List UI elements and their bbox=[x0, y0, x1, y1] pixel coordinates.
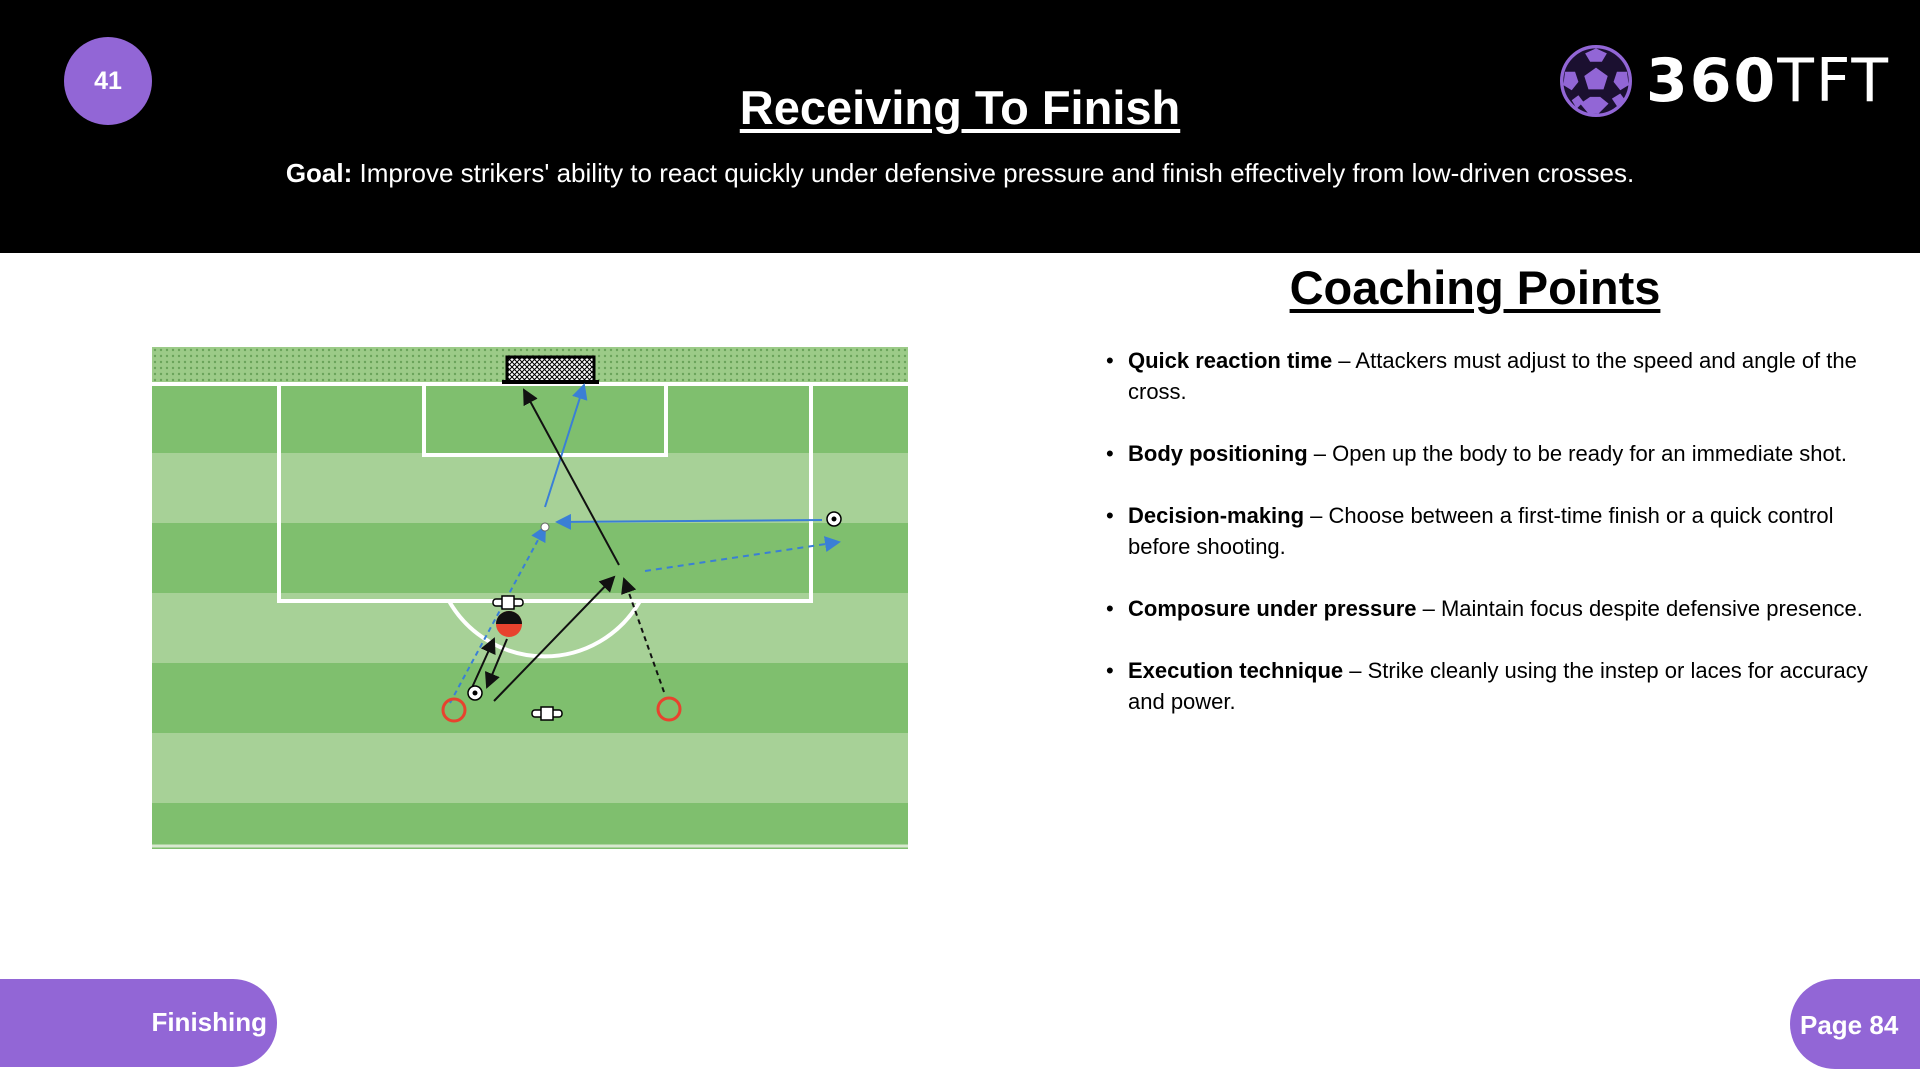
page-title: Receiving To Finish bbox=[739, 81, 1181, 134]
cross-pass-arrow bbox=[555, 513, 823, 530]
goal-text: Improve strikers' ability to react quick… bbox=[352, 158, 1635, 188]
pass-arrow bbox=[493, 575, 616, 702]
goal-post-base bbox=[502, 380, 599, 384]
logo-wordmark-bold: 360 bbox=[1645, 46, 1778, 116]
coaching-point-text: – Attackers must adjust to the speed and… bbox=[1128, 348, 1857, 404]
category-label: Finishing bbox=[151, 1007, 267, 1037]
coaching-point: Execution technique – Strike cleanly usi… bbox=[1106, 655, 1888, 717]
cone-icon bbox=[656, 696, 682, 722]
coaching-point-text: – Open up the body to be ready for an im… bbox=[1307, 441, 1847, 466]
category-tab: Finishing bbox=[0, 979, 277, 1067]
goal-label: Goal: bbox=[285, 158, 353, 188]
session-number-badge: 41 bbox=[64, 37, 152, 125]
coaching-point: Body positioning – Open up the body to b… bbox=[1106, 438, 1888, 469]
soccer-ball-icon bbox=[467, 685, 483, 701]
coaching-point-term: Quick reaction time bbox=[1128, 348, 1333, 373]
coaching-points-heading: Coaching Points bbox=[1289, 261, 1661, 314]
soccer-ball-logo-icon bbox=[1560, 45, 1632, 117]
striker-run-arrow bbox=[449, 525, 546, 704]
mannequin-icon bbox=[492, 595, 524, 610]
mannequin-icon bbox=[531, 706, 563, 721]
drill-pitch-diagram bbox=[152, 347, 908, 849]
coaching-point: Quick reaction time – Attackers must adj… bbox=[1106, 345, 1888, 407]
coaching-point-text: – Choose between a first-time finish or … bbox=[1128, 503, 1834, 559]
penalty-arc bbox=[447, 600, 642, 659]
cone-icon bbox=[441, 697, 467, 723]
coaching-point: Composure under pressure – Maintain focu… bbox=[1106, 593, 1888, 624]
pitch-stripe bbox=[152, 593, 908, 663]
pitch-stripe bbox=[152, 453, 908, 523]
page-number-tab: Page 84 bbox=[1790, 979, 1920, 1069]
logo-wordmark-thin: TFT bbox=[1777, 46, 1890, 116]
logo-wordmark: 360TFT bbox=[1646, 46, 1890, 116]
layoff-arrow-up bbox=[469, 637, 496, 693]
goal-statement: Goal: Improve strikers' ability to react… bbox=[0, 158, 1920, 189]
coaching-point-term: Composure under pressure bbox=[1128, 596, 1417, 621]
coaching-point-term: Body positioning bbox=[1128, 441, 1308, 466]
goal-net-icon bbox=[505, 355, 596, 384]
coaching-point-term: Decision-making bbox=[1128, 503, 1305, 528]
header-bar: 41 Receiving To Finish Goal: Improve str… bbox=[0, 0, 1920, 253]
coaching-points-list: Quick reaction time – Attackers must adj… bbox=[1106, 345, 1888, 748]
shot-arrow-blue bbox=[544, 383, 588, 508]
coaching-point-text: – Maintain focus despite defensive prese… bbox=[1416, 596, 1863, 621]
coaching-point: Decision-making – Choose between a first… bbox=[1106, 500, 1888, 562]
shot-arrow-black bbox=[523, 388, 620, 566]
second-striker-run bbox=[621, 577, 665, 693]
defender-player bbox=[496, 611, 522, 637]
coaching-point-text: – Strike cleanly using the instep or lac… bbox=[1128, 658, 1868, 714]
pitch-stripe bbox=[152, 733, 908, 803]
soccer-ball-icon bbox=[826, 511, 842, 527]
brand-logo: 360TFT bbox=[1560, 36, 1890, 126]
target-point bbox=[540, 522, 550, 532]
layoff-arrow-down bbox=[485, 638, 508, 689]
page-number: Page 84 bbox=[1800, 1010, 1899, 1040]
coaching-point-term: Execution technique bbox=[1128, 658, 1344, 683]
